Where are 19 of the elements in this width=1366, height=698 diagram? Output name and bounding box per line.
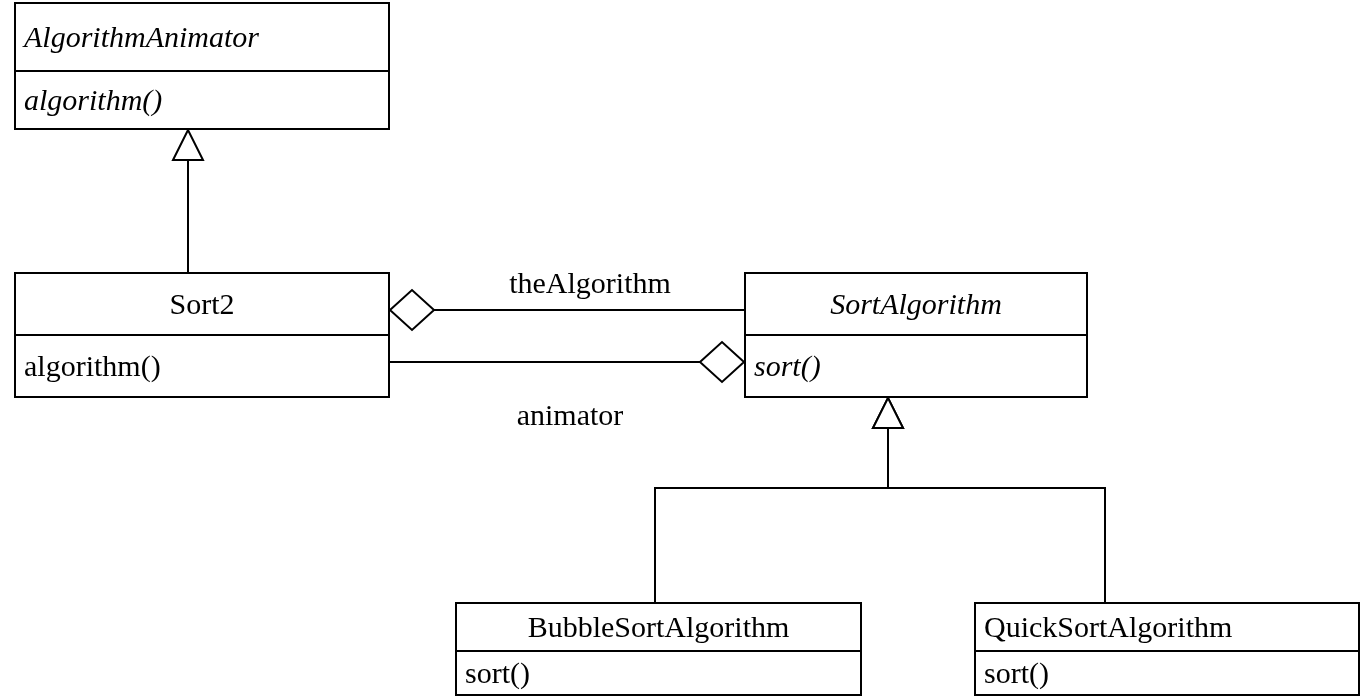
method-name: sort() (754, 351, 821, 381)
method-name: algorithm() (24, 85, 163, 115)
class-name: Sort2 (169, 289, 235, 319)
class-box (455, 602, 862, 696)
method-name: sort() (984, 658, 1049, 688)
class-box (974, 602, 1360, 696)
class-box (744, 272, 1088, 398)
class-name: BubbleSortAlgorithm (527, 612, 790, 642)
class-name: SortAlgorithm (830, 289, 1002, 319)
aggregation-line (389, 289, 745, 331)
method-name: algorithm() (24, 351, 161, 381)
class-box (14, 272, 390, 398)
aggregation-line (389, 341, 745, 383)
inheritance-arrow (172, 129, 204, 273)
class-name: AlgorithmAnimator (24, 22, 259, 52)
method-name: sort() (465, 658, 530, 688)
class-name: QuickSortAlgorithm (984, 612, 1233, 642)
inheritance-arrow (872, 397, 1106, 603)
class-box (14, 2, 390, 130)
